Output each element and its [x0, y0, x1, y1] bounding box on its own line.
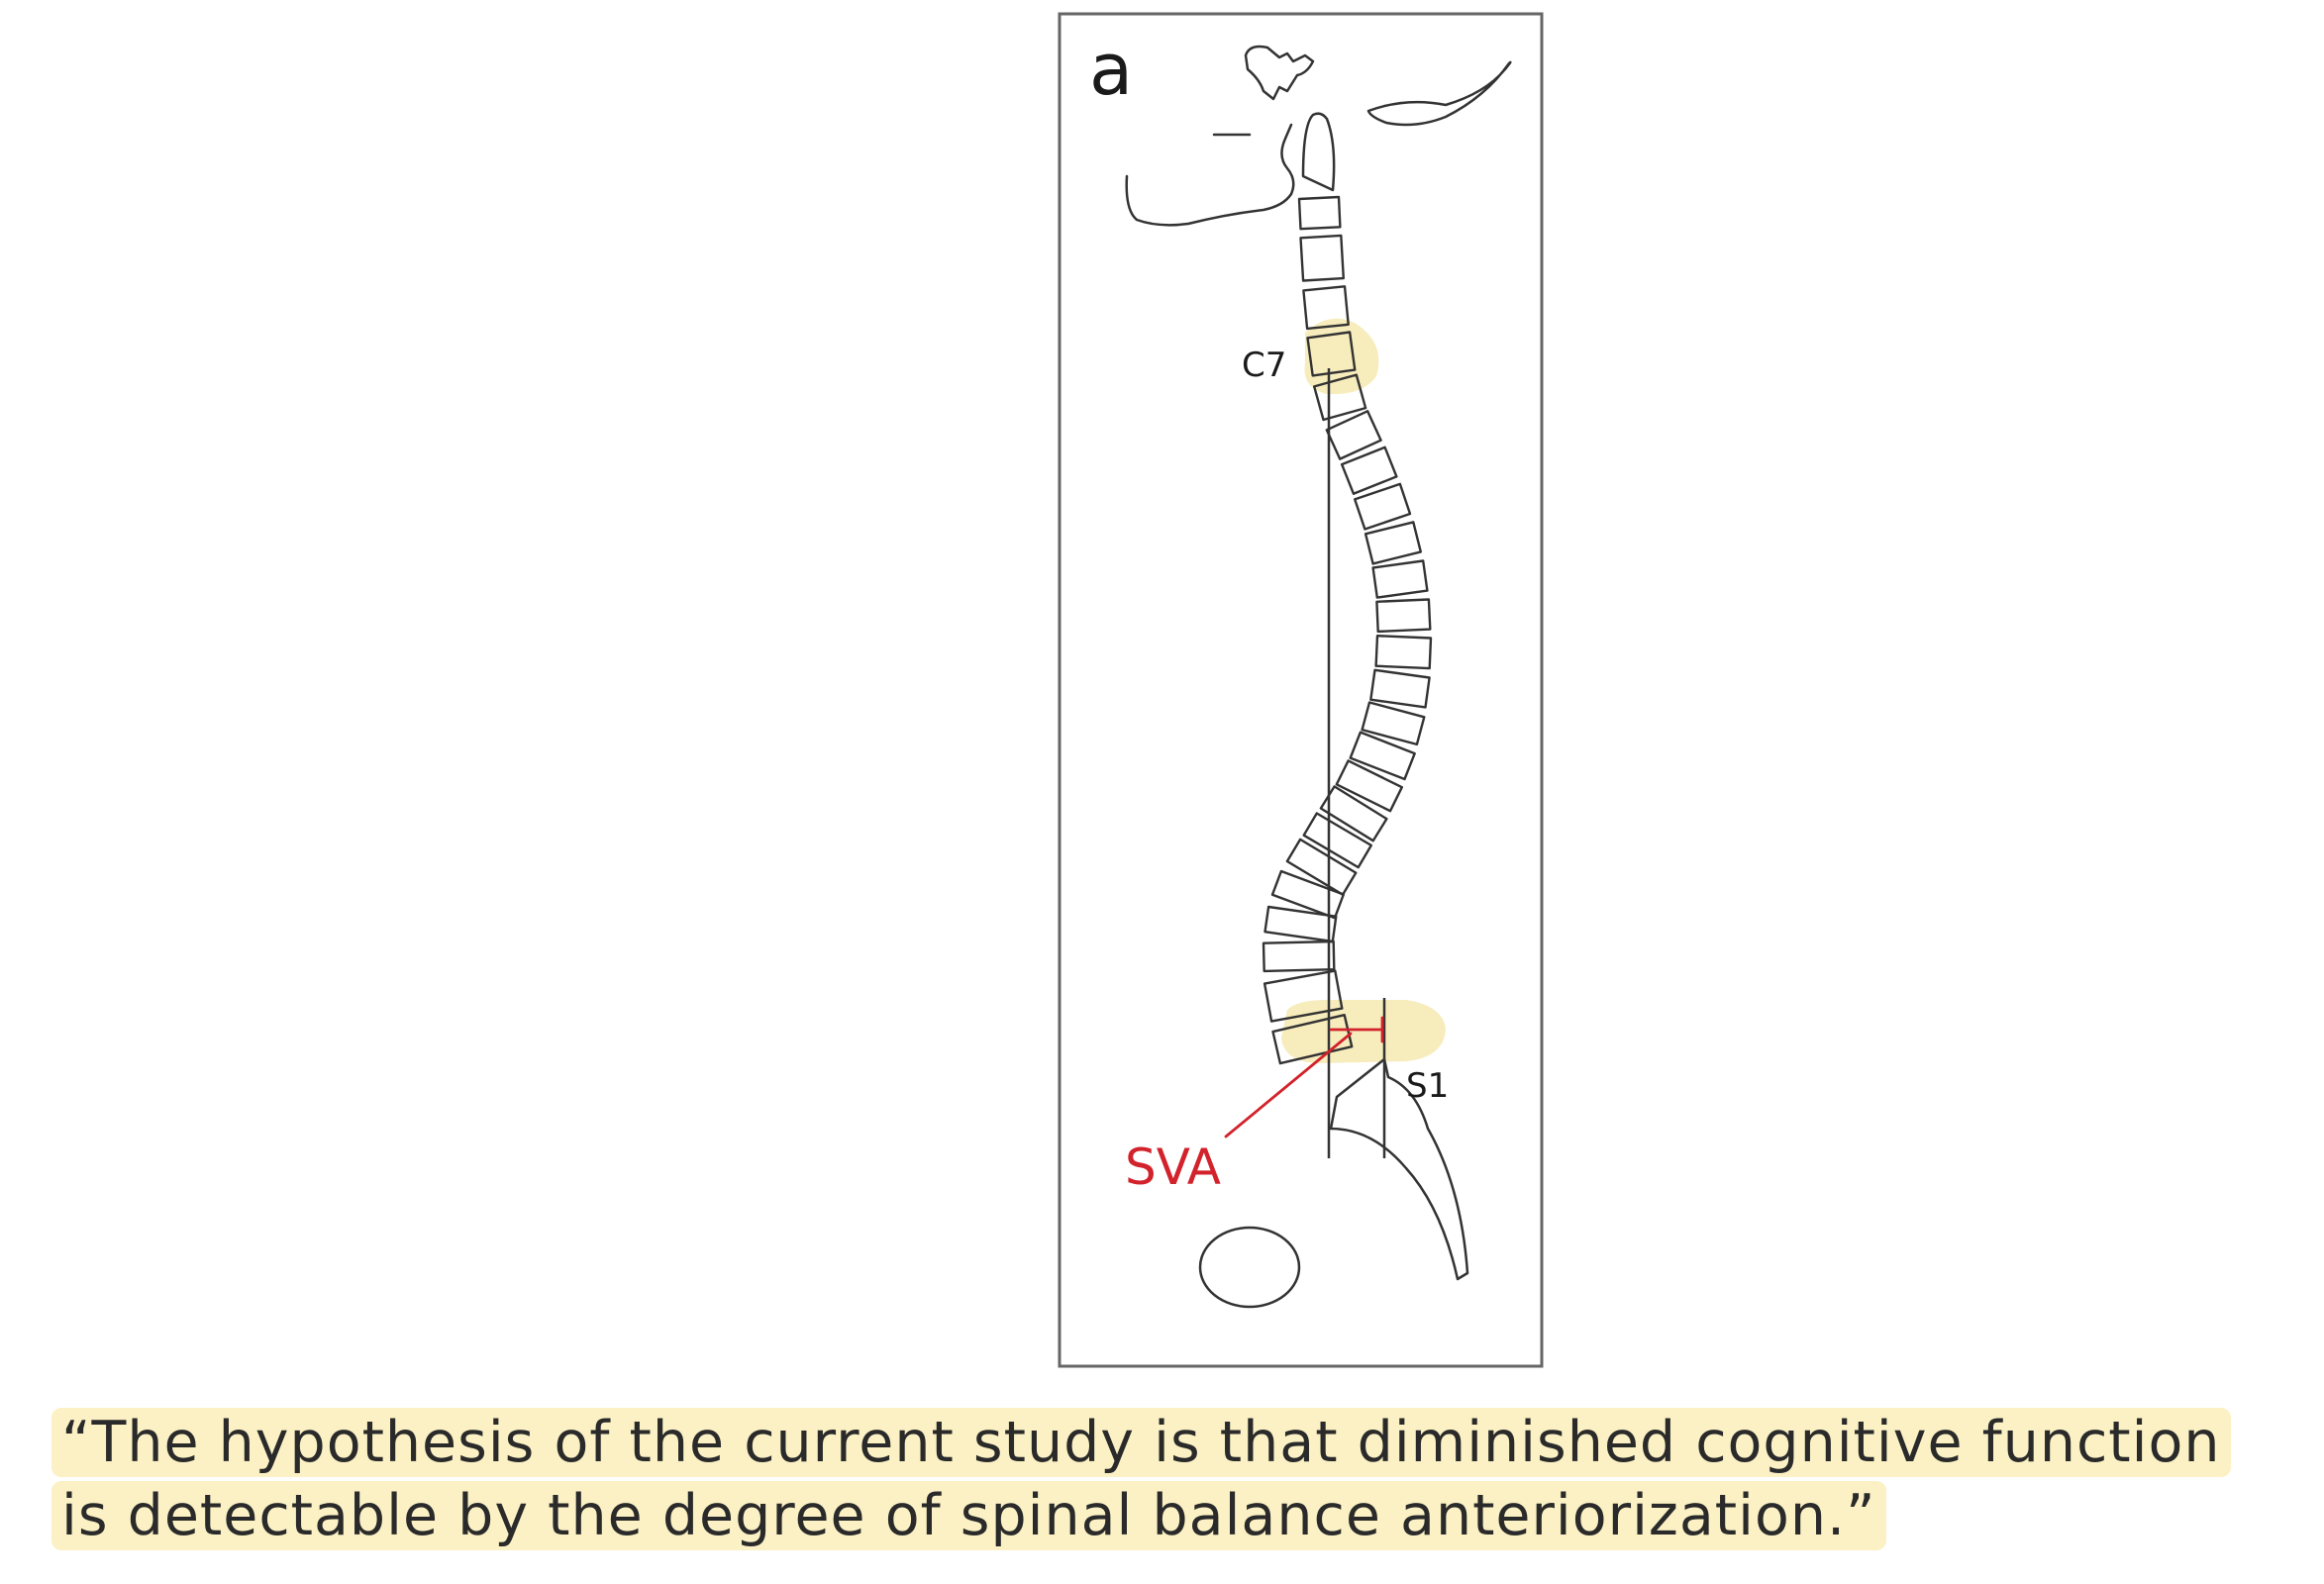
vertebra	[1353, 482, 1412, 531]
vertebra	[1270, 869, 1346, 920]
jaw-outline	[1125, 123, 1295, 227]
vertebra	[1271, 1013, 1354, 1065]
vertebra	[1375, 598, 1432, 634]
vertebra	[1299, 234, 1346, 282]
dens-outline	[1301, 112, 1336, 192]
vertebral-column	[1262, 195, 1433, 1065]
vertebra	[1297, 195, 1342, 231]
caption-text: “The hypothesis of the current study is …	[51, 1408, 2231, 1550]
vertebra	[1262, 940, 1336, 973]
sva-label: SVA	[1125, 1138, 1221, 1196]
s1-highlight	[1281, 1000, 1446, 1063]
sacrum-outline	[1329, 1057, 1469, 1281]
panel-frame	[1058, 12, 1544, 1368]
c7-highlight	[1304, 318, 1379, 395]
vertebra	[1364, 521, 1423, 565]
vertebra	[1306, 331, 1357, 377]
vertebra	[1312, 373, 1367, 422]
vertebra	[1325, 410, 1382, 460]
vertebra	[1319, 785, 1388, 842]
vertebra	[1340, 446, 1398, 495]
pelvis-outline	[1198, 1226, 1301, 1309]
skull-back	[1366, 60, 1512, 127]
vertebra	[1369, 668, 1431, 709]
vertebra	[1349, 731, 1416, 781]
vertebra	[1263, 905, 1338, 943]
caption-quote: “The hypothesis of the current study is …	[51, 1406, 2279, 1552]
s1-label: S1	[1406, 1066, 1449, 1106]
vertebra	[1374, 635, 1433, 670]
c7-label: C7	[1242, 346, 1286, 385]
panel-label: a	[1089, 28, 1133, 111]
vertebra	[1361, 701, 1426, 746]
vertebra	[1371, 559, 1429, 599]
occipital-outline	[1244, 45, 1315, 101]
vertebra	[1302, 812, 1373, 869]
vertebra	[1335, 759, 1404, 813]
vertebra	[1302, 285, 1350, 331]
vertebra	[1263, 969, 1344, 1023]
sva-pointer	[1224, 1032, 1353, 1138]
